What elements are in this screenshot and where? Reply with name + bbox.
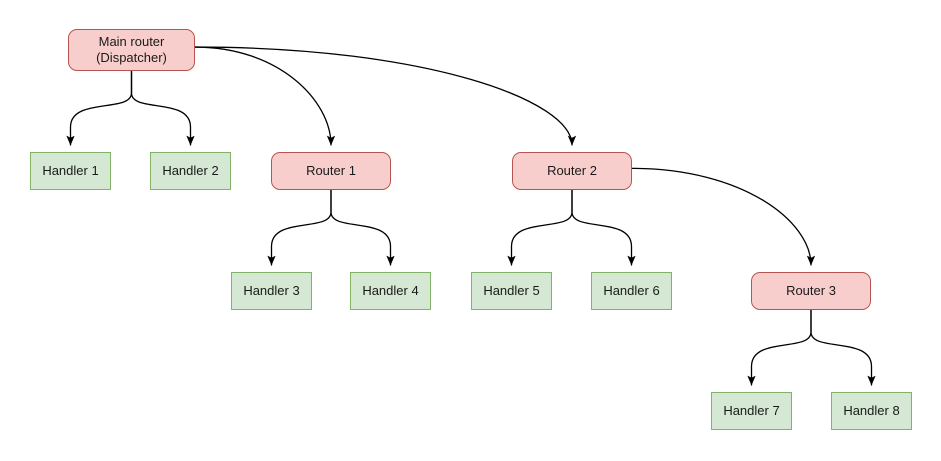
node-h2[interactable]: Handler 2 [150,152,231,190]
edge-router3-h7 [747,309,812,386]
edge-main-h2 [130,70,195,146]
edge-router1-h3 [267,189,332,266]
edge-router3-h8 [810,309,876,386]
edge-router2-h6 [571,189,636,266]
edge-router2-h5 [507,189,573,266]
node-h5[interactable]: Handler 5 [471,272,552,310]
node-h8[interactable]: Handler 8 [831,392,912,430]
edge-router2-router3 [631,167,816,266]
node-h3[interactable]: Handler 3 [231,272,312,310]
edge-main-router1 [194,46,336,146]
node-h7[interactable]: Handler 7 [711,392,792,430]
node-router1[interactable]: Router 1 [271,152,391,190]
node-router2[interactable]: Router 2 [512,152,632,190]
edge-main-router2 [194,46,577,146]
node-h4[interactable]: Handler 4 [350,272,431,310]
node-h1[interactable]: Handler 1 [30,152,111,190]
edge-router1-h4 [330,189,395,266]
node-main[interactable]: Main router (Dispatcher) [68,29,195,71]
node-router3[interactable]: Router 3 [751,272,871,310]
node-h6[interactable]: Handler 6 [591,272,672,310]
edge-main-h1 [66,70,133,146]
